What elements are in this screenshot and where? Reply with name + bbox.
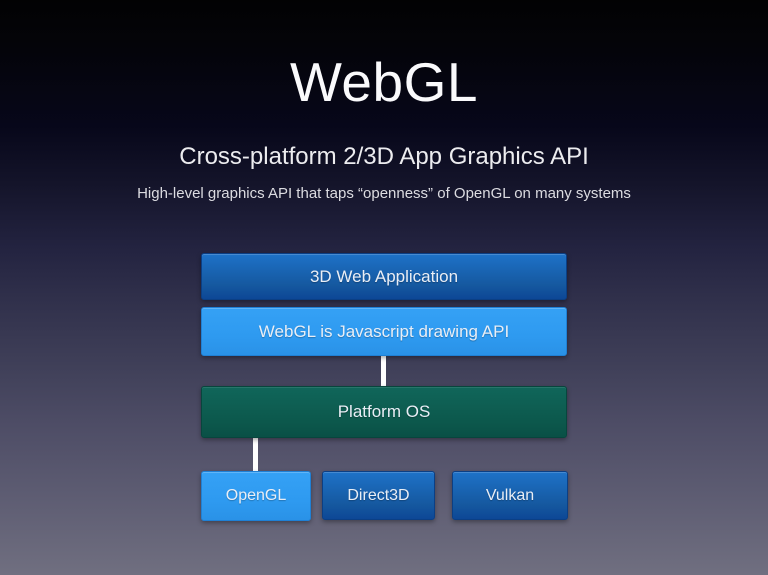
slide-subtitle: Cross-platform 2/3D App Graphics API	[179, 143, 589, 170]
slide-title: WebGL	[290, 51, 478, 113]
box-3d-web-application-label: 3D Web Application	[309, 266, 459, 286]
connector-webgl-to-platform	[381, 352, 386, 390]
box-platform-os-label: Platform OS	[337, 402, 431, 421]
box-3d-web-application: 3D Web Application	[201, 253, 567, 300]
box-opengl: OpenGL	[201, 471, 311, 521]
box-vulkan: Vulkan	[452, 471, 568, 520]
slide-description: High-level graphics API that taps “openn…	[137, 185, 631, 202]
box-direct3d: Direct3D	[322, 471, 435, 520]
box-opengl-label: OpenGL	[225, 487, 287, 504]
box-platform-os: Platform OS	[201, 386, 567, 438]
box-vulkan-label: Vulkan	[485, 486, 535, 504]
connector-platform-to-opengl	[253, 434, 258, 476]
box-webgl-javascript-api: WebGL is Javascript drawing API	[201, 307, 567, 356]
box-webgl-javascript-api-label: WebGL is Javascript drawing API	[258, 321, 510, 341]
box-direct3d-label: Direct3D	[347, 486, 410, 504]
